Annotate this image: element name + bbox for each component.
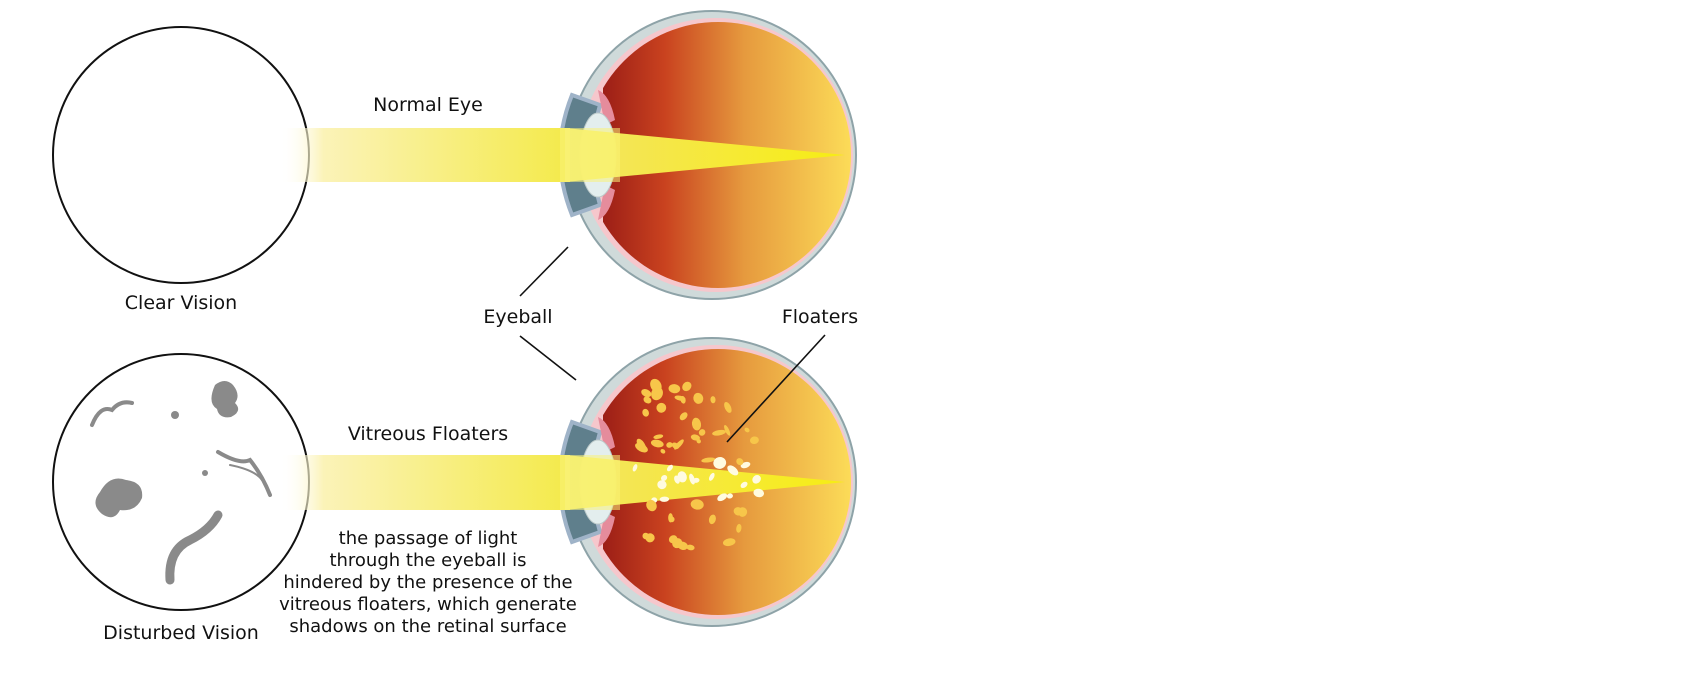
shadow-marks xyxy=(90,400,272,585)
vitreous-floaters-label: Vitreous Floaters xyxy=(348,423,508,445)
floater-particle xyxy=(724,401,732,413)
floater-particle xyxy=(677,541,688,550)
floater-particles xyxy=(632,378,765,551)
floater-particle xyxy=(690,434,700,441)
floater-particle xyxy=(708,514,716,525)
floater-particle xyxy=(650,378,662,393)
floater-particle xyxy=(752,475,761,484)
eyeball-pointer-bottom xyxy=(519,335,577,381)
floater-particle xyxy=(744,427,750,433)
floater-particle xyxy=(701,457,716,463)
floater-particle xyxy=(736,523,742,533)
floater-particle xyxy=(682,381,692,392)
floater-particle xyxy=(656,402,667,413)
floater-particle xyxy=(690,499,704,510)
floater-particle xyxy=(668,535,678,544)
description-line: shadows on the retinal surface xyxy=(289,616,566,637)
shadow-blobs xyxy=(95,381,239,518)
floaters-label: Floaters xyxy=(782,306,858,328)
floater-particle xyxy=(659,496,670,502)
floater-particle xyxy=(686,544,695,551)
floater-particle xyxy=(724,425,731,436)
floater-particle xyxy=(660,474,668,482)
floater-particle xyxy=(691,417,702,431)
description-line: hindered by the presence of the xyxy=(283,572,572,593)
disturbed-vision-label: Disturbed Vision xyxy=(103,622,259,644)
disturbed-vision-circle xyxy=(52,353,310,611)
description-paragraph: the passage of light through the eyeball… xyxy=(279,528,577,637)
floater-particle xyxy=(679,412,688,421)
floater-particle xyxy=(632,464,638,472)
floater-particle xyxy=(740,481,748,489)
floater-particle xyxy=(643,396,652,404)
floater-particle xyxy=(646,499,657,512)
floater-particle xyxy=(693,392,704,404)
floater-particle xyxy=(660,448,666,454)
normal-eye-label: Normal Eye xyxy=(373,94,483,116)
floater-particle xyxy=(680,395,686,404)
floater-particle xyxy=(708,472,715,481)
floater-particle xyxy=(717,493,728,502)
eyeball-pointer-top xyxy=(519,246,569,297)
description-line: vitreous floaters, which generate xyxy=(279,594,577,615)
floater-particle xyxy=(753,488,765,498)
floater-particle xyxy=(689,473,695,485)
floater-particle xyxy=(669,516,675,523)
light-beam-normal xyxy=(280,128,845,182)
floater-particle xyxy=(722,538,736,547)
floater-particle xyxy=(733,507,743,516)
clear-vision-label: Clear Vision xyxy=(125,292,237,314)
floater-particle xyxy=(740,461,751,469)
floater-particle xyxy=(642,532,650,540)
floater-particle xyxy=(736,458,744,466)
floater-particle xyxy=(653,434,664,439)
floater-particle xyxy=(698,429,706,436)
clear-vision-circle xyxy=(52,26,310,284)
floater-particle xyxy=(668,384,681,394)
floater-particle xyxy=(657,480,667,490)
floater-particle xyxy=(726,493,733,499)
floater-particle xyxy=(636,438,647,451)
floater-particle xyxy=(650,439,664,448)
floater-particle xyxy=(710,396,716,404)
description-line: the passage of light xyxy=(339,528,518,549)
floater-particle xyxy=(749,436,759,445)
floater-particle xyxy=(712,429,726,436)
floater-particle xyxy=(727,465,739,476)
floaters-pointer xyxy=(726,334,826,443)
floater-particle xyxy=(671,442,680,450)
floater-particle xyxy=(677,471,687,483)
description-line: through the eyeball is xyxy=(329,550,526,571)
floater-particle xyxy=(641,389,652,398)
floater-particle xyxy=(666,464,673,472)
eyeball-label: Eyeball xyxy=(483,306,552,328)
floater-particle xyxy=(674,475,680,484)
floater-particle xyxy=(666,442,673,448)
floater-particle xyxy=(713,457,727,469)
floater-particle xyxy=(642,408,649,417)
